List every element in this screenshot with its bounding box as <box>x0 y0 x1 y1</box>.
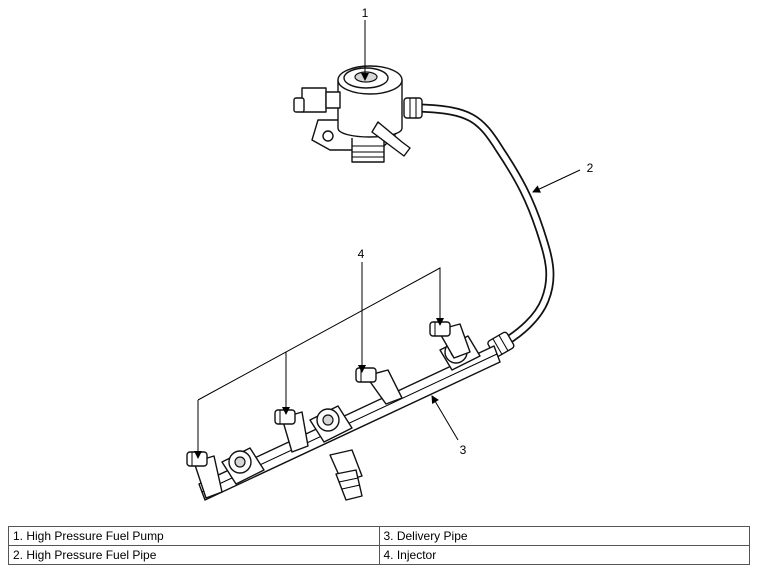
legend-cell: 2. High Pressure Fuel Pipe <box>8 545 380 565</box>
fuel-system-diagram: 1 2 3 4 <box>186 6 594 501</box>
legend-cell: 4. Injector <box>378 545 750 565</box>
callout-2: 2 <box>587 161 594 175</box>
high-pressure-fuel-pump <box>293 65 411 163</box>
injector-1 <box>186 451 223 499</box>
high-pressure-fuel-pipe <box>403 97 555 358</box>
callout-3: 3 <box>460 443 467 457</box>
rail-mounts <box>221 335 481 485</box>
legend-row: 2. High Pressure Fuel Pipe 4. Injector <box>8 545 750 565</box>
legend-cell: 3. Delivery Pipe <box>378 526 750 546</box>
callout-1: 1 <box>362 6 369 20</box>
legend-row: 1. High Pressure Fuel Pump 3. Delivery P… <box>8 526 750 546</box>
legend-cell: 1. High Pressure Fuel Pump <box>8 526 380 546</box>
injector-2 <box>274 409 309 453</box>
parts-legend-table: 1. High Pressure Fuel Pump 3. Delivery P… <box>8 526 750 565</box>
callout-4: 4 <box>358 247 365 261</box>
injector-3 <box>355 367 403 405</box>
leader-lines <box>194 20 581 459</box>
